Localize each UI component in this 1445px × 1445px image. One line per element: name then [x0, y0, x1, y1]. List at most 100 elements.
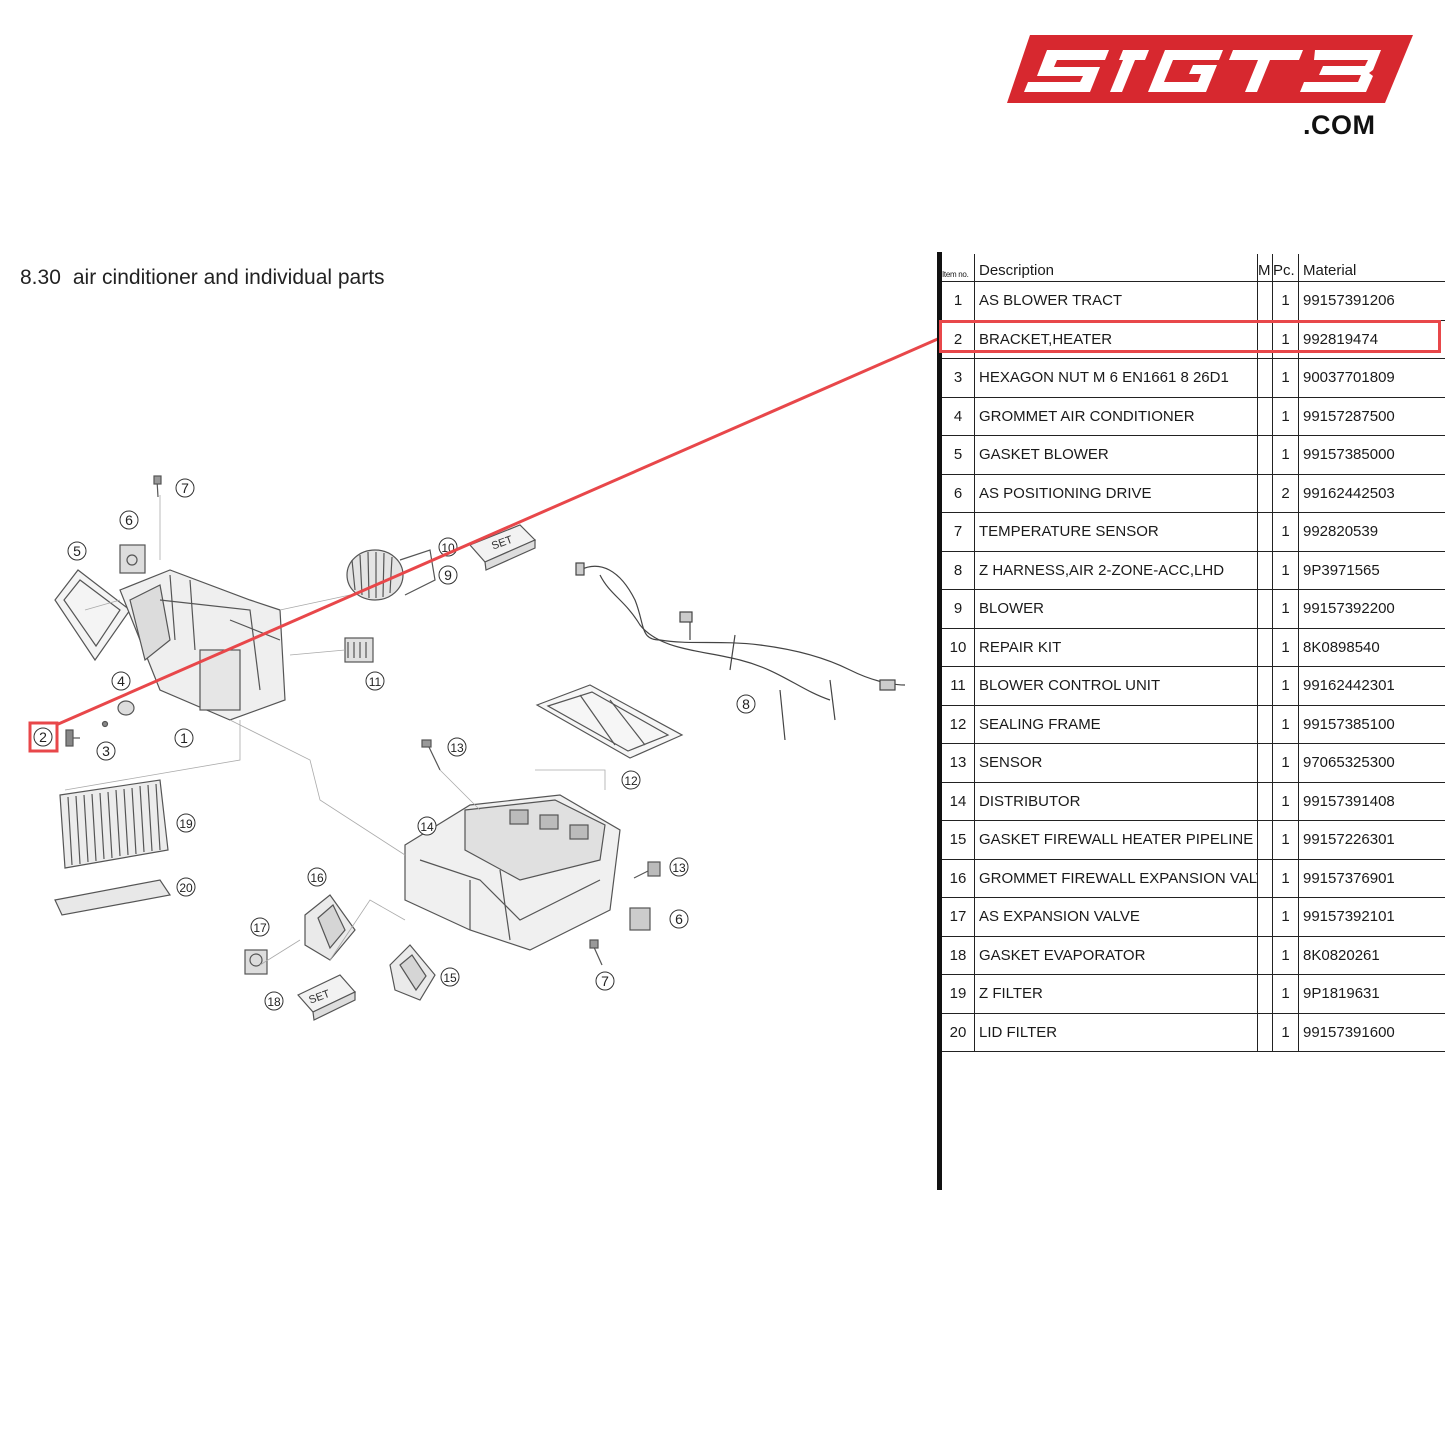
row-item-no: 13	[942, 743, 975, 783]
row-description: SENSOR	[974, 743, 1258, 783]
row-item-no: 6	[942, 474, 975, 513]
row-item-no: 10	[942, 628, 975, 667]
highlight-row-box	[939, 320, 1441, 353]
svg-text:7: 7	[181, 480, 189, 496]
row-material: 99157385100	[1298, 705, 1445, 744]
header-m: M	[1257, 254, 1273, 282]
section-number: 8.30	[20, 266, 61, 289]
callout-14: 14	[417, 816, 437, 836]
row-pc: 1	[1272, 897, 1299, 937]
svg-text:19: 19	[179, 817, 193, 831]
brand-logo[interactable]	[1005, 30, 1415, 145]
row-pc: 1	[1272, 936, 1299, 975]
row-item-no: 14	[942, 782, 975, 821]
section-title: air cinditioner and individual parts	[72, 266, 385, 289]
svg-text:16: 16	[310, 871, 324, 885]
row-description: GROMMET AIR CONDITIONER	[974, 397, 1258, 436]
part-11-blower-control-unit	[344, 637, 374, 663]
row-material: 99157392101	[1298, 897, 1445, 937]
row-material: 97065325300	[1298, 743, 1445, 783]
row-material: 8K0820261	[1298, 936, 1445, 975]
row-item-no: 12	[942, 705, 975, 744]
row-description: GASKET BLOWER	[974, 435, 1258, 475]
callout-6: 6	[119, 510, 139, 530]
svg-text:20: 20	[179, 881, 193, 895]
callout-15: 15	[440, 967, 460, 987]
svg-text:15: 15	[443, 971, 457, 985]
svg-text:9: 9	[444, 567, 452, 583]
row-material: 99162442301	[1298, 666, 1445, 706]
row-item-no: 3	[942, 358, 975, 398]
row-m	[1257, 358, 1273, 398]
row-item-no: 11	[942, 666, 975, 706]
row-item-no: 19	[942, 974, 975, 1014]
row-m	[1257, 666, 1273, 706]
row-pc: 1	[1272, 820, 1299, 860]
row-pc: 1	[1272, 743, 1299, 783]
row-m	[1257, 974, 1273, 1014]
row-material: 8K0898540	[1298, 628, 1445, 667]
svg-text:6: 6	[125, 512, 133, 528]
header-pc: Pc.	[1272, 254, 1299, 282]
svg-text:13: 13	[450, 741, 464, 755]
highlight-box-callout-2	[28, 721, 59, 753]
row-m	[1257, 782, 1273, 821]
part-1-blower-tract	[119, 569, 286, 721]
part-7-sensor-right	[589, 939, 603, 966]
svg-text:13: 13	[672, 861, 686, 875]
part-10-repair-kit-box: SET	[468, 524, 537, 571]
callout-16: 16	[307, 867, 327, 887]
row-m	[1257, 320, 1273, 359]
part-9-blower	[346, 549, 436, 601]
part-19-filter	[59, 779, 169, 869]
part-17-expansion-valve	[244, 949, 268, 975]
row-item-no: 1	[942, 281, 975, 321]
row-description: TEMPERATURE SENSOR	[974, 512, 1258, 552]
row-m	[1257, 705, 1273, 744]
row-pc: 1	[1272, 974, 1299, 1014]
row-pc: 1	[1272, 628, 1299, 667]
callout-3: 3	[96, 741, 116, 761]
row-description: REPAIR KIT	[974, 628, 1258, 667]
highlight-connector-line	[55, 336, 941, 727]
row-m	[1257, 512, 1273, 552]
callout-6-right: 6	[669, 909, 689, 929]
row-item-no: 17	[942, 897, 975, 937]
row-material: 99157376901	[1298, 859, 1445, 898]
row-description: Z FILTER	[974, 974, 1258, 1014]
part-15-gasket	[389, 944, 436, 1001]
svg-text:2: 2	[39, 729, 47, 745]
page-title: 8.30 air cinditioner and individual parts	[20, 266, 385, 290]
row-description: LID FILTER	[974, 1013, 1258, 1052]
table-left-rule	[937, 252, 942, 1190]
row-item-no: 20	[942, 1013, 975, 1052]
callout-2: 2	[33, 727, 53, 747]
row-pc: 1	[1272, 705, 1299, 744]
part-14-distributor	[404, 794, 621, 951]
part-3-hex-nut	[101, 720, 109, 728]
svg-text:11: 11	[369, 675, 382, 689]
svg-text:8: 8	[742, 696, 750, 712]
row-m	[1257, 435, 1273, 475]
row-item-no: 5	[942, 435, 975, 475]
